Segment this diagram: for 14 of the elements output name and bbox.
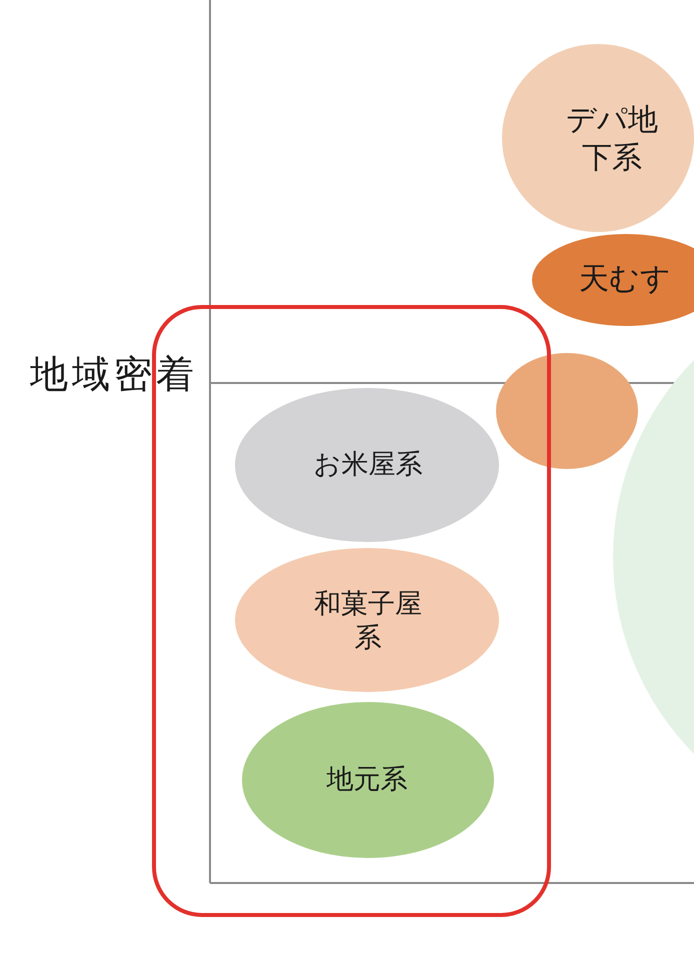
bubble-label: デパ地下系: [565, 102, 659, 176]
category-bubble: [242, 702, 494, 858]
bubble-label: 和菓子屋系: [313, 587, 423, 655]
category-bubble: [235, 388, 499, 542]
category-bubble: [532, 234, 694, 326]
category-bubble: [235, 548, 499, 692]
bubble-label: 天むす: [579, 260, 671, 298]
axis-label: 地域密着: [30, 354, 198, 396]
large-bubble: [613, 360, 694, 754]
bubble-label: 地元系: [326, 763, 408, 797]
bubble-label: お米屋系: [314, 448, 422, 482]
highlight-frame: [152, 305, 551, 917]
category-bubble: [502, 44, 694, 232]
blank-bubble: [496, 353, 638, 469]
